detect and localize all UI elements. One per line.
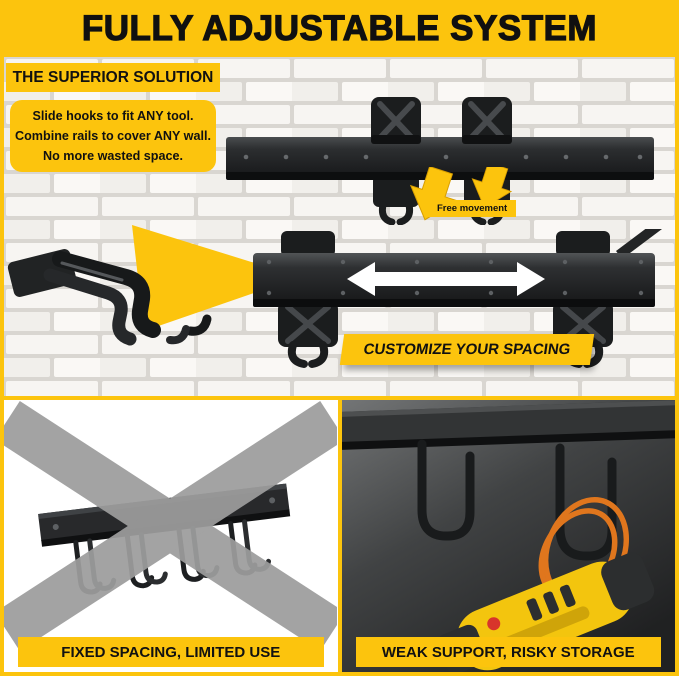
comparison-section: FIXED SPACING, LIMITED USE — [0, 396, 679, 676]
main-section: THE SUPERIOR SOLUTION Slide hooks to fit… — [4, 57, 675, 396]
risky-storage-illustration — [341, 400, 675, 672]
customize-spacing-label: CUSTOMIZE YOUR SPACING — [339, 334, 595, 365]
description-line: Slide hooks to fit ANY tool. — [32, 108, 194, 123]
description-line: No more wasted space. — [43, 149, 183, 164]
rail-screws — [266, 259, 644, 296]
end-hook-left — [278, 231, 338, 368]
left-caption: FIXED SPACING, LIMITED USE — [18, 637, 324, 667]
middle-rail-illustration — [253, 229, 662, 368]
description-box: Slide hooks to fit ANY tool. Combine rai… — [10, 100, 216, 172]
header-banner: FULLY ADJUSTABLE SYSTEM — [0, 0, 679, 57]
top-rail-illustration — [226, 97, 654, 225]
rail-screws — [243, 154, 643, 160]
right-caption: WEAK SUPPORT, RISKY STORAGE — [355, 637, 661, 667]
fixed-rail-illustration — [4, 401, 337, 651]
risky-storage-panel: WEAK SUPPORT, RISKY STORAGE — [341, 400, 675, 672]
wire-hooks — [417, 439, 616, 561]
callout-triangle-icon — [132, 225, 300, 331]
sliding-hook — [371, 97, 421, 225]
x-cross-icon — [4, 401, 337, 651]
description-line: Combine rails to cover ANY wall. — [15, 128, 211, 143]
fixed-spacing-panel: FIXED SPACING, LIMITED USE — [4, 400, 338, 672]
double-arrow-icon — [347, 262, 545, 296]
superior-solution-label: THE SUPERIOR SOLUTION — [6, 63, 220, 92]
rail-end-arm — [616, 229, 662, 259]
free-movement-label: Free movement — [428, 200, 517, 217]
hook-closeup-illustration — [7, 225, 300, 346]
page-title: FULLY ADJUSTABLE SYSTEM — [81, 8, 598, 48]
